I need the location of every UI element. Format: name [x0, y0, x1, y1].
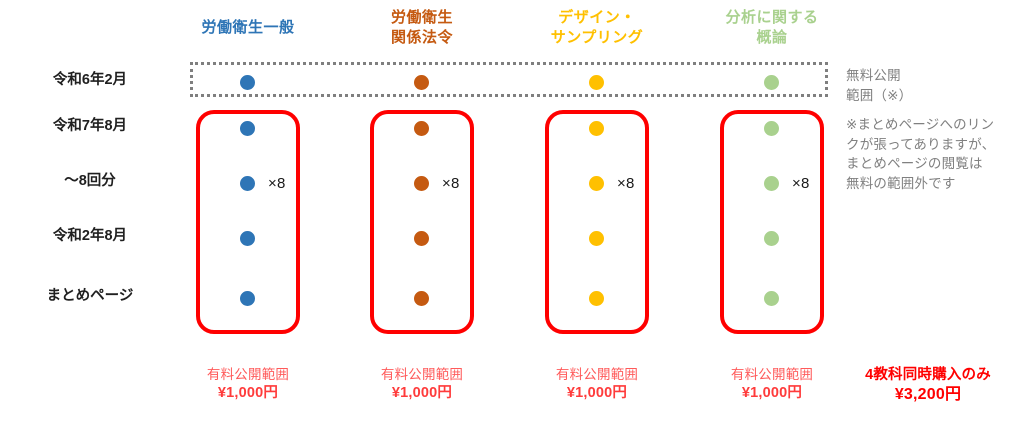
content-dot — [240, 121, 255, 136]
column-header-design-sampling: デザイン・ サンプリング — [550, 9, 644, 47]
content-dot — [414, 75, 429, 90]
price-block-design-sampling: 有料公開範囲 ¥1,000円 — [527, 366, 667, 402]
content-dot — [240, 291, 255, 306]
free-range-note: 無料公開 範囲（※） — [846, 68, 913, 103]
bundle-label: 4教科同時購入のみ — [865, 367, 991, 383]
content-dot — [764, 231, 779, 246]
content-dot — [240, 176, 255, 191]
price-amount: ¥1,000円 — [391, 384, 453, 401]
content-dot — [764, 75, 779, 90]
content-dot — [764, 291, 779, 306]
content-dot — [240, 75, 255, 90]
paid-range-box-related-laws — [370, 110, 474, 334]
price-block-analysis-overview: 有料公開範囲 ¥1,000円 — [702, 366, 842, 402]
column-header-analysis-overview: 分析に関する 概論 — [725, 9, 819, 47]
free-range-dotted-box — [190, 62, 828, 97]
row-label-reiwa7-aug: 令和7年8月 — [52, 118, 128, 134]
paid-range-box-design-sampling — [545, 110, 649, 334]
price-amount: ¥1,000円 — [217, 384, 279, 401]
price-label: 有料公開範囲 — [730, 367, 814, 382]
content-dot — [589, 231, 604, 246]
content-dot — [589, 75, 604, 90]
price-amount: ¥1,000円 — [566, 384, 628, 401]
content-dot — [240, 231, 255, 246]
price-label: 有料公開範囲 — [555, 367, 639, 382]
row-label-summary-page: まとめページ — [46, 288, 134, 304]
content-dot — [589, 176, 604, 191]
multiplier-label-analysis-overview: ×8 — [792, 175, 810, 192]
price-amount: ¥1,000円 — [741, 384, 803, 401]
content-dot — [764, 121, 779, 136]
multiplier-label-related-laws: ×8 — [442, 175, 460, 192]
content-dot — [414, 231, 429, 246]
price-block-general-hygiene: 有料公開範囲 ¥1,000円 — [178, 366, 318, 402]
multiplier-label-general-hygiene: ×8 — [268, 175, 286, 192]
column-header-general-hygiene: 労働衛生一般 — [201, 19, 295, 36]
content-dot — [589, 121, 604, 136]
price-block-related-laws: 有料公開範囲 ¥1,000円 — [352, 366, 492, 402]
price-block-bundle: 4教科同時購入のみ ¥3,200円 — [843, 366, 1013, 406]
bundle-amount: ¥3,200円 — [894, 385, 962, 403]
price-label: 有料公開範囲 — [206, 367, 290, 382]
content-dot — [414, 176, 429, 191]
row-label-up-to-8-times: ～8回分 — [64, 173, 116, 189]
row-label-reiwa6-feb: 令和6年2月 — [52, 72, 128, 88]
paid-range-box-analysis-overview — [720, 110, 824, 334]
content-dot — [414, 291, 429, 306]
price-label: 有料公開範囲 — [380, 367, 464, 382]
summary-page-footnote: ※まとめページへのリン クが張ってありますが、 まとめページの閲覧は 無料の範囲… — [846, 117, 996, 191]
row-label-reiwa2-aug: 令和2年8月 — [52, 228, 128, 244]
paid-range-box-general-hygiene — [196, 110, 300, 334]
multiplier-label-design-sampling: ×8 — [617, 175, 635, 192]
content-dot — [764, 176, 779, 191]
content-dot — [414, 121, 429, 136]
content-dot — [589, 291, 604, 306]
column-header-related-laws: 労働衛生 関係法令 — [390, 9, 453, 47]
